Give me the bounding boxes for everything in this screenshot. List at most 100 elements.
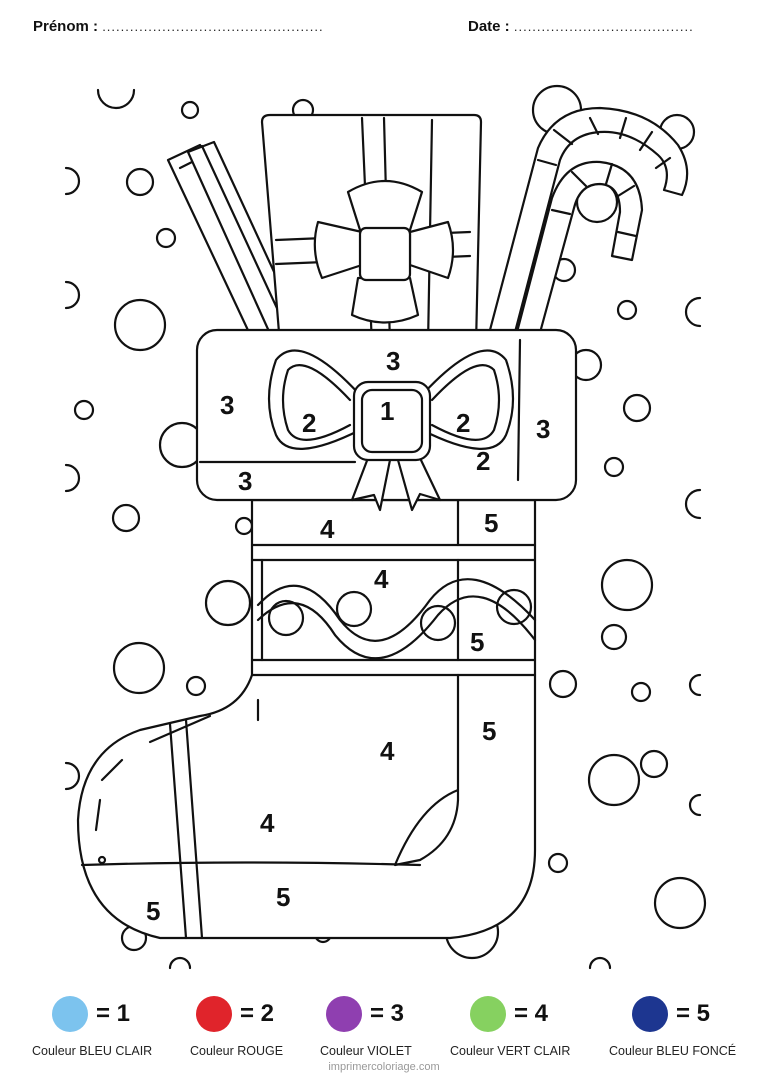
gift-bow-knot — [358, 226, 412, 282]
snow-circle — [64, 761, 81, 791]
number-cuff-top: 3 — [386, 346, 400, 376]
color-swatch-light-green — [470, 996, 506, 1032]
number-foot-center: 4 — [260, 808, 275, 838]
number-bow-right-lower: 2 — [476, 446, 490, 476]
legend-caption: Couleur VERT CLAIR — [450, 1044, 571, 1058]
candy-cane-large — [488, 106, 689, 338]
snow-circle — [180, 100, 200, 120]
candy-cane-small — [514, 160, 644, 342]
snow-circle — [113, 298, 167, 352]
stocking-shine — [100, 758, 124, 782]
legend-number: = 2 — [240, 1000, 275, 1027]
number-band-upper-right: 5 — [484, 508, 498, 538]
number-cuff-right: 3 — [536, 414, 550, 444]
number-bow-right: 2 — [456, 408, 470, 438]
snow-circle — [64, 166, 81, 196]
snow-circle — [587, 753, 641, 807]
snow-circle — [168, 956, 192, 970]
snow-circle — [688, 673, 702, 697]
number-cuff-bottom-left: 3 — [238, 466, 252, 496]
number-cuff-left: 3 — [220, 390, 234, 420]
gift-bow-loop-left — [313, 220, 364, 280]
number-wave-band: 4 — [374, 564, 389, 594]
legend-item-5: = 5 Couleur BLEU FONCÉ — [609, 996, 768, 1066]
name-field: Prénom : ...............................… — [33, 18, 324, 35]
snow-circle — [588, 956, 612, 970]
snow-circle — [547, 852, 569, 874]
stocking-dot — [335, 590, 373, 628]
stocking-shine-dot — [97, 855, 107, 865]
cuff-bow-loop-right — [420, 349, 515, 450]
name-label: Prénom : — [33, 18, 99, 35]
legend-item-3: = 3 Couleur VIOLET — [320, 996, 476, 1066]
legend-number: = 5 — [676, 1000, 711, 1027]
snow-circle — [185, 675, 207, 697]
snow-circle — [548, 669, 578, 699]
snow-circle — [73, 399, 95, 421]
cuff-bow-loop-right-inner — [430, 364, 501, 441]
number-band-upper: 4 — [320, 514, 335, 544]
color-swatch-light-blue — [52, 996, 88, 1032]
snow-circle — [600, 623, 628, 651]
legend-caption: Couleur BLEU CLAIR — [32, 1044, 153, 1058]
right-candy-canes — [488, 106, 689, 342]
number-bow-left: 2 — [302, 408, 316, 438]
name-dots: ........................................… — [102, 19, 324, 34]
candy-cane-stick-inner — [200, 144, 290, 334]
legend-caption: Couleur ROUGE — [190, 1044, 284, 1058]
number-toe: 5 — [146, 896, 160, 926]
date-field: Date : .................................… — [468, 18, 694, 35]
color-swatch-red — [196, 996, 232, 1032]
stocking-dot — [267, 599, 305, 637]
number-body-right: 5 — [482, 716, 496, 746]
snow-circle — [688, 793, 702, 817]
date-label: Date : — [468, 18, 510, 35]
gift-bow-loop-right — [408, 220, 455, 280]
cuff-bow-loop-left — [267, 349, 362, 450]
stocking-sole-line — [80, 861, 422, 867]
legend-item-1: = 1 Couleur BLEU CLAIR — [32, 996, 202, 1066]
cuff-line — [516, 338, 522, 482]
color-swatch-dark-blue — [632, 996, 668, 1032]
stocking-band-line — [250, 543, 537, 562]
color-legend: = 1 Couleur BLEU CLAIR = 2 Couleur ROUGE… — [0, 996, 768, 1066]
snow-circle — [684, 296, 702, 328]
color-numbers: 1 2 2 2 3 3 3 3 4 5 4 5 5 4 4 5 5 — [146, 346, 550, 926]
stocking-shine — [94, 798, 102, 832]
stocking — [76, 498, 537, 940]
cuff-bow-knot — [352, 380, 432, 462]
legend-row: = 2 — [196, 996, 274, 1032]
snow-circle — [600, 558, 654, 612]
color-swatch-violet — [326, 996, 362, 1032]
snow-circle — [616, 299, 638, 321]
number-wave-band-right: 5 — [470, 627, 484, 657]
candy-cane-stripes — [536, 116, 672, 170]
snow-circle — [684, 488, 702, 520]
stocking-cuff — [195, 328, 578, 512]
legend-row: = 4 — [470, 996, 548, 1032]
legend-item-2: = 2 Couleur ROUGE — [190, 996, 346, 1066]
stocking-toe-band — [168, 718, 204, 940]
stocking-coloring-picture: 1 2 2 2 3 3 3 3 4 5 4 5 5 4 4 5 5 — [64, 84, 707, 970]
snow-circle — [234, 516, 254, 536]
stocking-dot — [419, 604, 457, 642]
legend-row: = 5 — [632, 996, 710, 1032]
snow-circle — [64, 280, 81, 310]
legend-item-4: = 4 Couleur VERT CLAIR — [450, 996, 620, 1066]
gift-box — [260, 113, 483, 347]
legend-number: = 1 — [96, 1000, 131, 1027]
candy-cane-small-stripes — [550, 162, 638, 238]
stocking-wave-top — [256, 578, 537, 642]
legend-number: = 4 — [514, 1000, 549, 1027]
snow-circle — [112, 641, 166, 695]
snow-circle — [630, 681, 652, 703]
snow-circle — [155, 227, 177, 249]
cuff-bow-loop-left-inner — [281, 364, 352, 441]
legend-caption: Couleur VIOLET — [320, 1044, 412, 1058]
date-dots: ....................................... — [513, 19, 694, 34]
snow-circle — [653, 876, 707, 930]
stocking-body — [76, 498, 537, 940]
snow-circle — [204, 579, 252, 627]
number-bow-center: 1 — [380, 396, 394, 426]
footer-credit: imprimercoloriage.com — [328, 1061, 440, 1073]
